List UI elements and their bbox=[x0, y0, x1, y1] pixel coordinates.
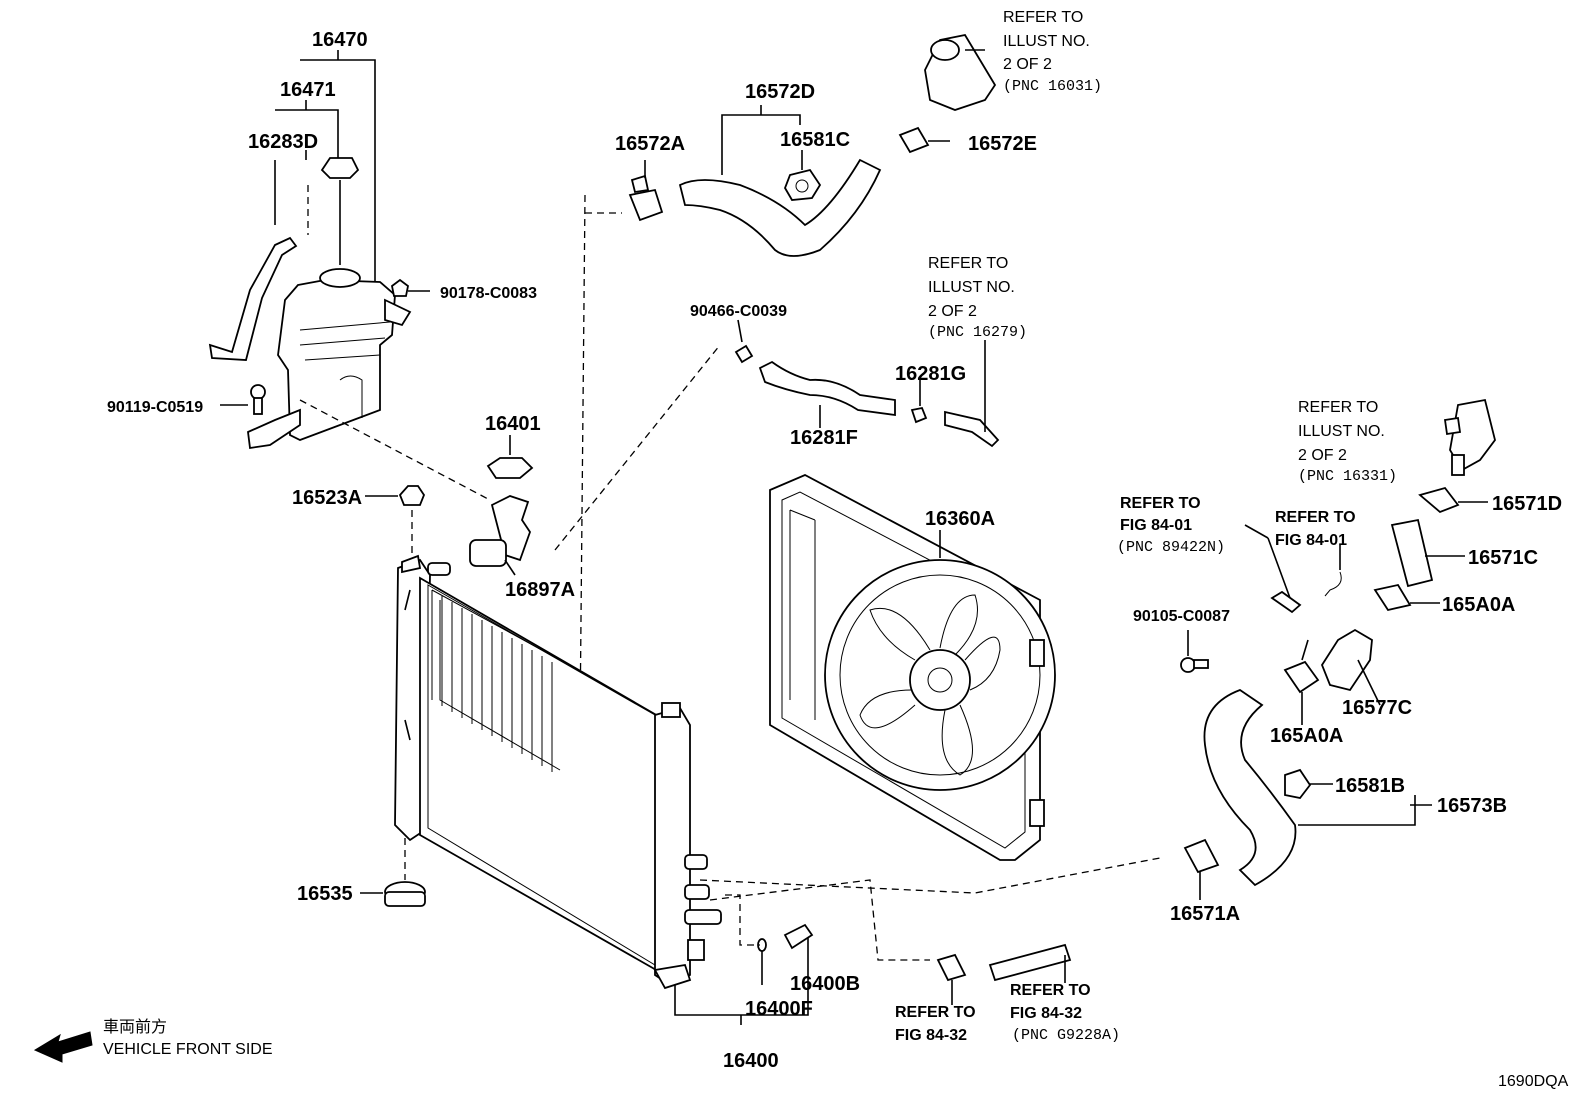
label-16281F: 16281F bbox=[790, 427, 858, 449]
label-16572E: 16572E bbox=[968, 133, 1037, 155]
svg-text:FIG 84-01: FIG 84-01 bbox=[1275, 532, 1347, 549]
label-90178-C0083: 90178-C0083 bbox=[440, 285, 537, 302]
label-16471: 16471 bbox=[280, 79, 336, 101]
svg-text:(PNC 16331): (PNC 16331) bbox=[1298, 468, 1397, 485]
refer-parts-bottom bbox=[936, 943, 1072, 1005]
label-16523A: 16523A bbox=[292, 487, 362, 509]
label-16400F: 16400F bbox=[745, 998, 813, 1020]
svg-text:ILLUST NO.: ILLUST NO. bbox=[928, 279, 1015, 296]
upper-radiator-hose-16572D bbox=[628, 33, 997, 257]
label-90105-C0087: 90105-C0087 bbox=[1133, 608, 1230, 625]
diagram-code: 1690DQA bbox=[1498, 1073, 1569, 1090]
svg-text:FIG 84-01: FIG 84-01 bbox=[1120, 517, 1192, 534]
label-16581C: 16581C bbox=[780, 129, 850, 151]
radiator-fins bbox=[431, 589, 561, 772]
svg-text:REFER TO: REFER TO bbox=[1010, 982, 1091, 999]
label-16581B: 16581B bbox=[1335, 775, 1405, 797]
svg-text:REFER TO: REFER TO bbox=[1275, 509, 1356, 526]
svg-text:(PNC G9228A): (PNC G9228A) bbox=[1012, 1027, 1120, 1044]
refer-note-fig-84-32-b: REFER TO FIG 84-32 (PNC G9228A) bbox=[1010, 982, 1120, 1044]
bypass-hose-16281F bbox=[734, 319, 1000, 448]
label-90119-C0519: 90119-C0519 bbox=[107, 399, 203, 416]
label-16577C: 16577C bbox=[1342, 697, 1412, 719]
label-165A0A-top: 165A0A bbox=[1442, 594, 1515, 616]
label-90466-C0039: 90466-C0039 bbox=[690, 303, 787, 320]
legend-japanese: 車両前方 bbox=[103, 1018, 167, 1036]
svg-text:(PNC 89422N): (PNC 89422N) bbox=[1117, 539, 1225, 556]
part-number-labels: 16470 16471 16283D 90178-C0083 90119-C05… bbox=[107, 29, 1562, 1072]
label-16573B: 16573B bbox=[1437, 795, 1507, 817]
svg-text:FIG 84-32: FIG 84-32 bbox=[895, 1027, 967, 1044]
svg-text:(PNC 16279): (PNC 16279) bbox=[928, 324, 1027, 341]
legend-vehicle-front-side: VEHICLE FRONT SIDE bbox=[103, 1041, 273, 1058]
svg-text:2 OF 2: 2 OF 2 bbox=[1298, 447, 1347, 464]
label-16470: 16470 bbox=[312, 29, 368, 51]
svg-text:REFER TO: REFER TO bbox=[928, 255, 1008, 272]
refer-note-pnc-16331: REFER TO ILLUST NO. 2 OF 2 (PNC 16331) bbox=[1298, 399, 1397, 485]
label-16535: 16535 bbox=[297, 883, 353, 905]
drain-plug-16400B bbox=[757, 923, 814, 952]
label-165A0A-bottom: 165A0A bbox=[1270, 725, 1343, 747]
fan-blades bbox=[859, 594, 1001, 776]
refer-note-fig-84-32-a: REFER TO FIG 84-32 bbox=[895, 1004, 976, 1044]
label-16400: 16400 bbox=[723, 1050, 779, 1072]
svg-text:2 OF 2: 2 OF 2 bbox=[1003, 56, 1052, 73]
label-16281G: 16281G bbox=[895, 363, 966, 385]
refer-to-notes: REFER TO ILLUST NO. 2 OF 2 (PNC 16031) R… bbox=[895, 9, 1397, 1044]
label-16360A: 16360A bbox=[925, 508, 995, 530]
label-16572D: 16572D bbox=[745, 81, 815, 103]
label-16571C: 16571C bbox=[1468, 547, 1538, 569]
svg-text:ILLUST NO.: ILLUST NO. bbox=[1003, 33, 1090, 50]
radiator-16400 bbox=[394, 554, 722, 990]
label-16283D: 16283D bbox=[248, 131, 318, 153]
svg-text:ILLUST NO.: ILLUST NO. bbox=[1298, 423, 1385, 440]
label-16897A: 16897A bbox=[505, 579, 575, 601]
label-16571D: 16571D bbox=[1492, 493, 1562, 515]
radiator-cap-and-filler bbox=[360, 435, 534, 907]
refer-note-pnc-16279: REFER TO ILLUST NO. 2 OF 2 (PNC 16279) bbox=[928, 255, 1027, 341]
lower-hose-assembly bbox=[1180, 398, 1496, 900]
refer-note-fig-84-01-pnc: REFER TO FIG 84-01 (PNC 89422N) bbox=[1117, 495, 1225, 556]
label-16400B: 16400B bbox=[790, 973, 860, 995]
label-16401: 16401 bbox=[485, 413, 541, 435]
label-16571A: 16571A bbox=[1170, 903, 1240, 925]
svg-text:REFER TO: REFER TO bbox=[1003, 9, 1083, 26]
svg-text:(PNC 16031): (PNC 16031) bbox=[1003, 78, 1102, 95]
fan-shroud-16360A bbox=[769, 474, 1056, 861]
refer-note-fig-84-01: REFER TO FIG 84-01 bbox=[1275, 509, 1356, 549]
svg-text:2 OF 2: 2 OF 2 bbox=[928, 303, 977, 320]
svg-text:FIG 84-32: FIG 84-32 bbox=[1010, 1005, 1082, 1022]
reservoir-tank-assembly bbox=[208, 50, 430, 450]
svg-text:REFER TO: REFER TO bbox=[895, 1004, 976, 1021]
refer-note-pnc-16031: REFER TO ILLUST NO. 2 OF 2 (PNC 16031) bbox=[1003, 9, 1102, 95]
vehicle-front-arrow bbox=[33, 1031, 93, 1063]
label-16572A: 16572A bbox=[615, 133, 685, 155]
svg-text:REFER TO: REFER TO bbox=[1298, 399, 1378, 416]
svg-text:REFER TO: REFER TO bbox=[1120, 495, 1201, 512]
